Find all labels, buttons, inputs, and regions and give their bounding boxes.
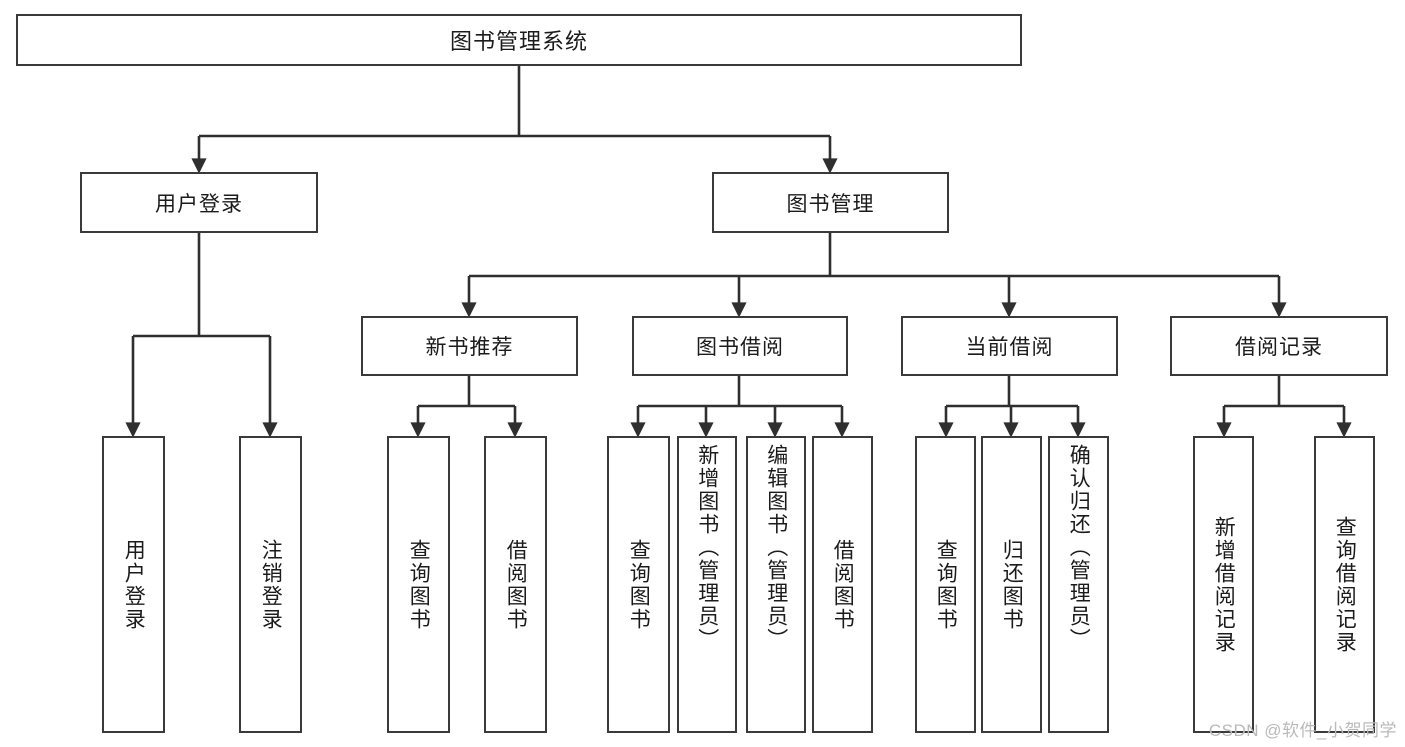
leaf-label: 归还图书 [1000,538,1024,631]
node-label: 新书推荐 [425,336,514,359]
leaf-label: 查询图书 [934,538,958,631]
leaf-label: 编辑图书（管理员） [764,444,788,651]
node-book-management[interactable]: 图书管理 [712,172,949,233]
leaf-borrow-record-query-record[interactable]: 查询借阅记录 [1314,436,1375,733]
leaf-label: 新增借阅记录 [1212,515,1236,654]
node-book-borrow[interactable]: 图书借阅 [632,316,848,376]
leaf-current-borrow-confirm-return-admin[interactable]: 确认归还（管理员） [1048,436,1109,733]
node-label: 借阅记录 [1235,336,1323,359]
node-user-login[interactable]: 用户登录 [80,172,318,233]
leaf-book-borrow-edit-book-admin[interactable]: 编辑图书（管理员） [746,436,806,733]
leaf-label: 借阅图书 [504,538,528,631]
leaf-label: 查询借阅记录 [1333,515,1357,654]
leaf-label: 借阅图书 [831,538,855,631]
node-root-book-management-system[interactable]: 图书管理系统 [16,14,1022,66]
leaf-label: 查询图书 [627,538,651,631]
leaf-label: 查询图书 [407,538,431,631]
leaf-new-book-borrow-book[interactable]: 借阅图书 [484,436,547,733]
leaf-label: 用户登录 [122,538,146,631]
leaf-book-borrow-query-book[interactable]: 查询图书 [607,436,670,733]
node-new-book-recommend[interactable]: 新书推荐 [361,316,578,376]
node-label: 当前借阅 [965,336,1054,359]
node-label: 图书管理系统 [449,29,588,54]
node-label: 用户登录 [155,192,243,216]
node-label: 图书管理 [786,192,875,216]
leaf-borrow-record-add-record[interactable]: 新增借阅记录 [1193,436,1254,733]
leaf-user-login-logout[interactable]: 注销登录 [239,436,302,733]
leaf-current-borrow-return-book[interactable]: 归还图书 [981,436,1042,733]
leaf-new-book-query-book[interactable]: 查询图书 [387,436,450,733]
node-borrow-record[interactable]: 借阅记录 [1170,316,1388,376]
leaf-user-login-login[interactable]: 用户登录 [102,436,165,733]
leaf-book-borrow-add-book-admin[interactable]: 新增图书（管理员） [677,436,737,733]
node-label: 图书借阅 [696,336,784,359]
leaf-label: 注销登录 [259,538,283,631]
leaf-current-borrow-query-book[interactable]: 查询图书 [915,436,976,733]
node-current-borrow[interactable]: 当前借阅 [901,316,1118,376]
leaf-book-borrow-borrow-book[interactable]: 借阅图书 [812,436,873,733]
leaf-label: 确认归还（管理员） [1067,444,1091,651]
leaf-label: 新增图书（管理员） [695,444,719,651]
